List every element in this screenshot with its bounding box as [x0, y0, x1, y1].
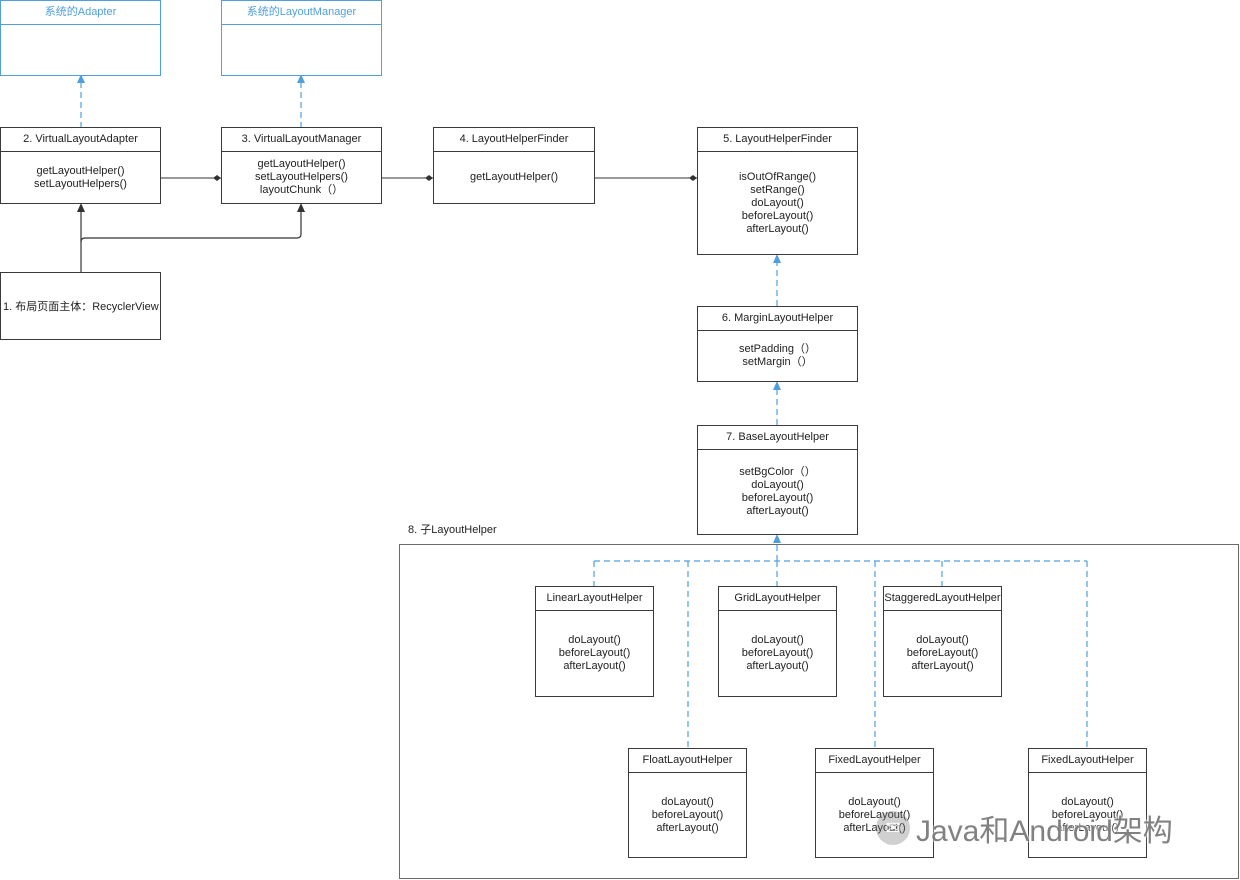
method-item: afterLayout()	[656, 821, 719, 834]
method-item: getLayoutHelper()	[257, 158, 346, 170]
class-title: 2. VirtualLayoutAdapter	[1, 128, 160, 152]
class-title: 3. VirtualLayoutManager	[222, 128, 381, 152]
method-item: doLayout()	[916, 634, 969, 646]
method-item: beforeLayout()	[651, 808, 724, 821]
margin-layout-helper-box[interactable]: 6. MarginLayoutHelper setPadding（） setMa…	[697, 306, 858, 382]
virtual-layout-manager-box[interactable]: 3. VirtualLayoutManager getLayoutHelper(…	[221, 127, 382, 204]
sub-layout-helper-group	[399, 544, 1239, 879]
wechat-logo-icon: ✉	[876, 811, 910, 845]
method-list: isOutOfRange() setRange() doLayout() bef…	[698, 152, 857, 254]
staggered-layout-helper-box[interactable]: StaggeredLayoutHelper doLayout() beforeL…	[883, 586, 1002, 697]
method-item: doLayout()	[751, 634, 804, 646]
use-edge-recycler-manager	[80, 203, 305, 243]
virtual-layout-adapter-box[interactable]: 2. VirtualLayoutAdapter getLayoutHelper(…	[0, 127, 161, 204]
method-item: doLayout()	[848, 795, 901, 808]
fixed-layout-helper-box-1[interactable]: FixedLayoutHelper doLayout() beforeLayou…	[815, 748, 934, 858]
method-item: setBgColor（）	[739, 466, 816, 478]
class-title: 6. MarginLayoutHelper	[698, 307, 857, 331]
watermark: ✉ Java和Android架构	[876, 806, 1173, 850]
method-item: setLayoutHelpers()	[255, 171, 348, 183]
method-item: doLayout()	[1061, 795, 1114, 808]
class-title: StaggeredLayoutHelper	[884, 587, 1001, 611]
class-title: 系统的LayoutManager	[222, 1, 381, 25]
method-list: doLayout() beforeLayout() afterLayout()	[536, 611, 653, 696]
system-adapter-box[interactable]: 系统的Adapter	[0, 0, 161, 76]
method-list: setPadding（） setMargin（）	[698, 331, 857, 381]
method-item: beforeLayout()	[741, 209, 814, 222]
layout-helper-finder-4-box[interactable]: 4. LayoutHelperFinder getLayoutHelper()	[433, 127, 595, 204]
method-item: afterLayout()	[746, 505, 809, 517]
method-item: afterLayout()	[563, 660, 626, 672]
inherit-edges-sub-helpers	[593, 534, 1088, 748]
recycler-view-box[interactable]: 1. 布局页面主体：RecyclerView	[0, 272, 161, 340]
method-item: beforeLayout()	[558, 647, 631, 659]
method-item: beforeLayout()	[838, 808, 911, 821]
method-item: setRange()	[750, 183, 805, 196]
method-item: isOutOfRange()	[738, 170, 817, 183]
grid-layout-helper-box[interactable]: GridLayoutHelper doLayout() beforeLayout…	[718, 586, 837, 697]
method-item: setMargin（）	[742, 356, 813, 368]
class-title: LinearLayoutHelper	[536, 587, 653, 611]
watermark-text: Java和Android架构	[916, 815, 1173, 848]
method-item: doLayout()	[751, 196, 804, 209]
base-layout-helper-box[interactable]: 7. BaseLayoutHelper setBgColor（） doLayou…	[697, 425, 858, 535]
method-item: setPadding（）	[738, 343, 817, 355]
method-list: setBgColor（） doLayout() beforeLayout() a…	[698, 450, 857, 534]
class-title: 7. BaseLayoutHelper	[698, 426, 857, 450]
class-title: 5. LayoutHelperFinder	[698, 128, 857, 152]
method-item: afterLayout()	[911, 660, 974, 672]
class-title: 4. LayoutHelperFinder	[434, 128, 594, 152]
method-list: getLayoutHelper() setLayoutHelpers()	[1, 152, 160, 203]
method-item: getLayoutHelper()	[36, 164, 125, 177]
fixed-layout-helper-box-2[interactable]: FixedLayoutHelper doLayout() beforeLayou…	[1028, 748, 1147, 858]
method-item: setLayoutHelpers()	[34, 177, 127, 190]
method-item: getLayoutHelper()	[469, 171, 559, 183]
class-title: FixedLayoutHelper	[816, 749, 933, 773]
method-list: doLayout() beforeLayout() afterLayout()	[816, 773, 933, 857]
method-list: doLayout() beforeLayout() afterLayout()	[629, 773, 746, 857]
method-list: doLayout() beforeLayout() afterLayout()	[884, 611, 1001, 696]
layout-helper-finder-5-box[interactable]: 5. LayoutHelperFinder isOutOfRange() set…	[697, 127, 858, 255]
method-item: beforeLayout()	[906, 647, 979, 659]
class-title: 系统的Adapter	[1, 1, 160, 25]
method-list: doLayout() beforeLayout() afterLayout()	[719, 611, 836, 696]
method-item: beforeLayout()	[741, 492, 814, 504]
method-item: doLayout()	[568, 634, 621, 646]
class-title: GridLayoutHelper	[719, 587, 836, 611]
class-title: FloatLayoutHelper	[629, 749, 746, 773]
method-item: layoutChunk（）	[259, 184, 344, 196]
method-list: getLayoutHelper() setLayoutHelpers() lay…	[222, 152, 381, 203]
method-item: afterLayout()	[843, 821, 906, 834]
method-item: afterLayout()	[746, 660, 809, 672]
method-list: getLayoutHelper()	[434, 152, 594, 203]
method-item: doLayout()	[661, 795, 714, 808]
method-item: doLayout()	[751, 479, 804, 491]
linear-layout-helper-box[interactable]: LinearLayoutHelper doLayout() beforeLayo…	[535, 586, 654, 697]
system-layout-manager-box[interactable]: 系统的LayoutManager	[221, 0, 382, 76]
method-item: afterLayout()	[746, 222, 809, 235]
sub-layout-helper-group-label: 8. 子LayoutHelper	[408, 524, 497, 536]
class-title: 1. 布局页面主体：RecyclerView	[3, 301, 159, 313]
method-list: doLayout() beforeLayout() afterLayout()	[1029, 773, 1146, 857]
float-layout-helper-box[interactable]: FloatLayoutHelper doLayout() beforeLayou…	[628, 748, 747, 858]
method-item: beforeLayout()	[741, 647, 814, 659]
method-item: afterLayout()	[1056, 821, 1119, 834]
class-title: FixedLayoutHelper	[1029, 749, 1146, 773]
method-item: beforeLayout()	[1051, 808, 1124, 821]
